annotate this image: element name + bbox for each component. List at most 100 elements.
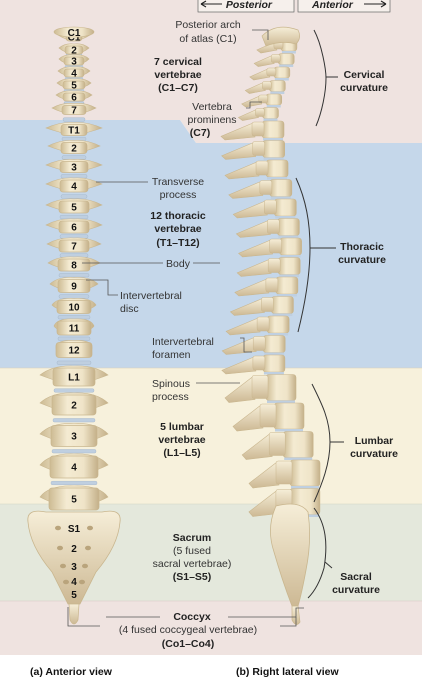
coccyx-bone [68,603,80,625]
leader-coccyx-lateral2 [280,617,297,627]
intervertebral-disc [61,155,87,160]
pedicle [259,403,277,428]
intervertebral-disc [50,481,98,486]
pedicle [259,180,273,195]
arrow-right-icon [364,0,387,8]
intervertebral-disc [58,273,90,278]
vertebra-number: 4 [71,69,77,80]
pedicle [255,160,269,176]
lumbar-vertebrae-label: 5 lumbar [160,421,204,433]
intervertebral-foramen-label: Intervertebral [152,336,214,348]
lumbar-vertebra: 5 [39,485,109,511]
vertebra-number: 5 [71,495,77,506]
cervical-vertebrae-label: vertebrae [154,69,201,81]
lateral-vertebra [241,93,283,108]
spinous-process-label: process [152,391,189,403]
sacral-number: S1 [68,524,81,535]
intervertebral-disc [51,449,97,454]
thoracic-curvature-label: curvature [338,254,386,266]
cervical-curvature-label: curvature [340,82,388,94]
lateral-disc [279,274,300,277]
intervertebral-disc [58,294,90,299]
lateral-disc [267,400,295,403]
curvature-brackets [295,29,344,599]
lateral-vertebral-body [282,431,314,458]
intervertebral-disc [53,388,95,393]
vertebra-number: 4 [71,182,77,193]
vertebral-body [58,239,90,253]
sacrum-label: Sacrum [173,532,212,544]
sacral-foramen [57,545,63,551]
lateral-vertebra [221,140,285,160]
vertebral-body [60,124,88,136]
vertebra-number: 2 [71,46,77,57]
vertebra-number: 3 [71,163,77,174]
lateral-disc [274,78,289,81]
intervertebral-disc [60,194,88,199]
vertebral-body [58,220,90,234]
leader-disc [86,279,118,296]
vertebra-number: 8 [71,261,77,272]
intervertebral-disc [56,360,92,365]
intervertebral-disc-label: disc [120,303,139,315]
intervertebral-disc [57,336,91,341]
atlas [53,26,95,38]
lateral-spine [220,26,321,625]
lateral-disc [263,372,284,375]
lateral-vertebra [221,335,286,355]
vertebral-body [60,142,88,154]
lateral-disc [272,313,293,316]
sacrum-bone [27,510,121,605]
lateral-vertebral-body [261,120,285,139]
vertebra-number: C1 [68,28,81,39]
intervertebral-disc-label: Intervertebral [120,290,182,302]
lateral-vertebral-body [262,335,286,353]
lumbar-vertebra: 2 [39,392,109,416]
lateral-vertebra [221,354,286,375]
lateral-vertebral-body [269,179,293,197]
prominens-label: (C7) [190,127,210,139]
cervical-vertebrae-label: (C1–C7) [158,82,198,94]
thoracic-vertebra: 9 [49,277,99,293]
pedicle [266,67,277,77]
lateral-vertebral-body [277,257,301,275]
lateral-disc [281,51,296,54]
leader-coccyx [67,607,100,627]
cervical-vertebra: 7 [51,103,97,117]
atlas-posterior-arch [261,26,300,47]
vertebral-body [62,92,86,102]
vertebra-number: C1 [68,33,81,44]
thoracic-vertebra: 6 [45,218,103,234]
transverse-process-label: process [160,189,197,201]
lateral-vertebral-body [275,276,299,295]
thoracic-vertebra: 2 [47,140,101,155]
vertebral-body [59,161,89,173]
lumbar-curvature-label: curvature [350,448,398,460]
leader-posterior-arch [252,29,269,40]
pedicle [267,258,281,273]
vertebral-body [57,279,91,293]
sacral-foramen [79,579,85,585]
intervertebral-disc [59,214,89,219]
direction-header: Posterior Anterior [197,0,391,13]
pedicle [255,108,265,117]
vertebra-number: 10 [68,303,80,314]
coccyx-label: (Co1–Co4) [162,638,215,650]
thoracic-vertebra: 4 [45,177,103,193]
vertebra-number: 6 [71,93,77,104]
lateral-vertebral-body [266,315,290,334]
lateral-vertebral-body [279,237,302,256]
vertebra-number: 3 [71,432,77,443]
lateral-vertebra [248,459,321,489]
vertebra-number: 9 [71,282,77,293]
lateral-vertebra [249,66,291,81]
lateral-vertebra [237,107,279,121]
vertebral-body [57,258,91,272]
header-box-posterior [197,0,295,13]
lateral-vertebral-body [273,198,297,217]
sacral-curvature-label: curvature [332,584,380,596]
sacrum-label: sacral vertebrae) [153,558,232,570]
intervertebral-disc [60,174,88,179]
lateral-disc [263,118,278,121]
lateral-view-caption: (b) Right lateral view [236,666,340,678]
